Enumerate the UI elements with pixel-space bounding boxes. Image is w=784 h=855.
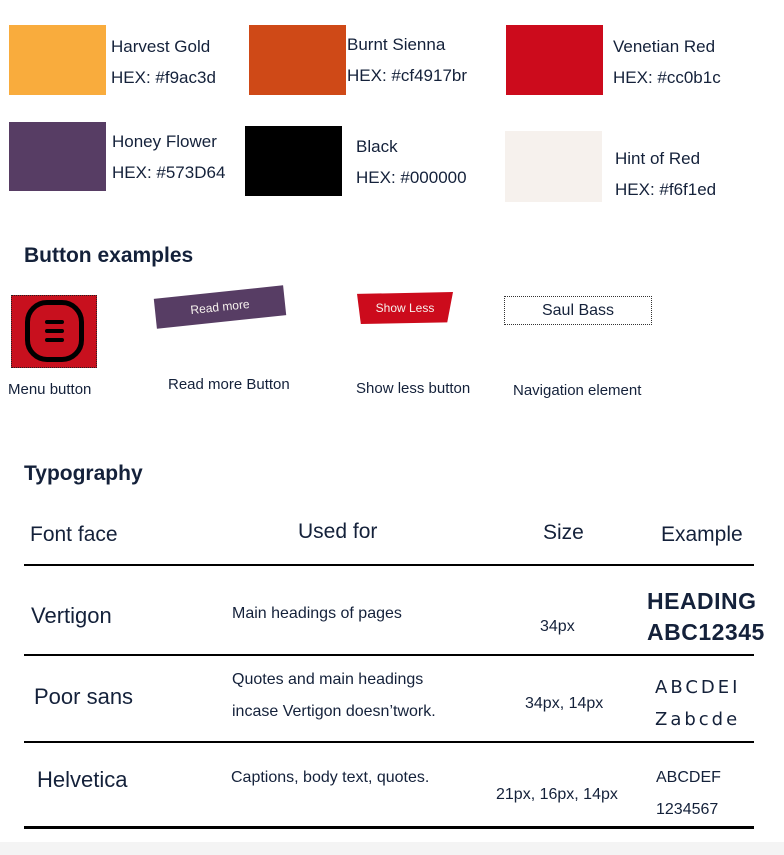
table-header-divider bbox=[24, 564, 754, 566]
header-size: Size bbox=[543, 521, 584, 544]
color-name: Venetian Red bbox=[613, 37, 716, 56]
color-name: Honey Flower bbox=[112, 132, 217, 151]
example-line: ABC12345 bbox=[647, 619, 765, 645]
header-example: Example bbox=[661, 523, 743, 546]
example-vertigon: HEADING ABC12345 bbox=[647, 586, 765, 648]
read-more-button[interactable]: Read more bbox=[153, 285, 287, 329]
color-hex: HEX: #573D64 bbox=[112, 163, 226, 182]
row-used-poor-sans: Quotes and main headings incase Vertigon… bbox=[232, 664, 436, 728]
header-used-for: Used for bbox=[298, 520, 378, 543]
color-name: Black bbox=[356, 137, 398, 156]
table-bottom-rule bbox=[24, 826, 754, 829]
footer-band bbox=[0, 842, 784, 855]
row-font-vertigon: Vertigon bbox=[31, 603, 112, 628]
row-size-helvetica: 21px, 16px, 14px bbox=[496, 786, 618, 803]
table-row-divider bbox=[24, 741, 754, 743]
show-less-button[interactable]: Show Less bbox=[357, 292, 453, 324]
menu-button[interactable] bbox=[11, 295, 97, 368]
used-line: incase Vertigon doesn’twork. bbox=[232, 703, 436, 720]
color-name: Harvest Gold bbox=[111, 37, 211, 56]
color-hex: HEX: #f6f1ed bbox=[615, 180, 717, 199]
row-size-poor-sans: 34px, 14px bbox=[525, 695, 604, 712]
color-hex: HEX: #cc0b1c bbox=[613, 68, 721, 87]
table-row-divider bbox=[24, 654, 754, 656]
color-label-harvest-gold: Harvest Gold HEX: #f9ac3d bbox=[111, 31, 216, 93]
caption-read-more-button: Read more Button bbox=[168, 376, 290, 393]
example-helvetica: ABCDEF 1234567 bbox=[656, 762, 721, 826]
color-hex: HEX: #f9ac3d bbox=[111, 68, 216, 87]
swatch-venetian-red bbox=[506, 25, 603, 95]
swatch-burnt-sienna bbox=[249, 25, 346, 95]
row-used-vertigon: Main headings of pages bbox=[232, 605, 402, 622]
header-font-face: Font face bbox=[30, 523, 118, 546]
section-title-typography: Typography bbox=[24, 462, 143, 485]
color-name: Burnt Sienna bbox=[347, 35, 446, 54]
color-label-burnt-sienna: Burnt Sienna HEX: #cf4917br bbox=[347, 29, 467, 91]
color-label-honey-flower: Honey Flower HEX: #573D64 bbox=[112, 126, 225, 188]
used-line: Quotes and main headings bbox=[232, 671, 424, 688]
color-label-venetian-red: Venetian Red HEX: #cc0b1c bbox=[613, 31, 721, 93]
row-used-helvetica: Captions, body text, quotes. bbox=[231, 769, 430, 786]
swatch-black bbox=[245, 126, 342, 196]
swatch-honey-flower bbox=[9, 122, 106, 191]
color-hex: HEX: #000000 bbox=[356, 168, 467, 187]
section-title-buttons: Button examples bbox=[24, 244, 194, 267]
example-poor-sans: ABCDEI Zabcde bbox=[655, 672, 740, 736]
color-name: Hint of Red bbox=[615, 149, 701, 168]
swatch-hint-of-red bbox=[505, 131, 602, 202]
caption-navigation-element: Navigation element bbox=[513, 382, 642, 399]
example-line: HEADING bbox=[647, 588, 757, 614]
row-size-vertigon: 34px bbox=[540, 618, 575, 635]
color-hex: HEX: #cf4917br bbox=[347, 66, 468, 85]
color-label-black: Black HEX: #000000 bbox=[356, 131, 467, 193]
caption-show-less-button: Show less button bbox=[356, 380, 471, 397]
example-line: ABCDEI bbox=[655, 677, 741, 698]
example-line: 1234567 bbox=[656, 801, 719, 818]
caption-menu-button: Menu button bbox=[8, 381, 92, 398]
example-line: Zabcde bbox=[655, 709, 741, 730]
nav-element[interactable]: Saul Bass bbox=[504, 296, 652, 325]
menu-icon bbox=[25, 300, 84, 362]
row-font-helvetica: Helvetica bbox=[37, 767, 128, 792]
color-label-hint-of-red: Hint of Red HEX: #f6f1ed bbox=[615, 143, 716, 205]
example-line: ABCDEF bbox=[656, 769, 721, 786]
row-font-poor-sans: Poor sans bbox=[34, 684, 134, 709]
swatch-harvest-gold bbox=[9, 25, 106, 95]
